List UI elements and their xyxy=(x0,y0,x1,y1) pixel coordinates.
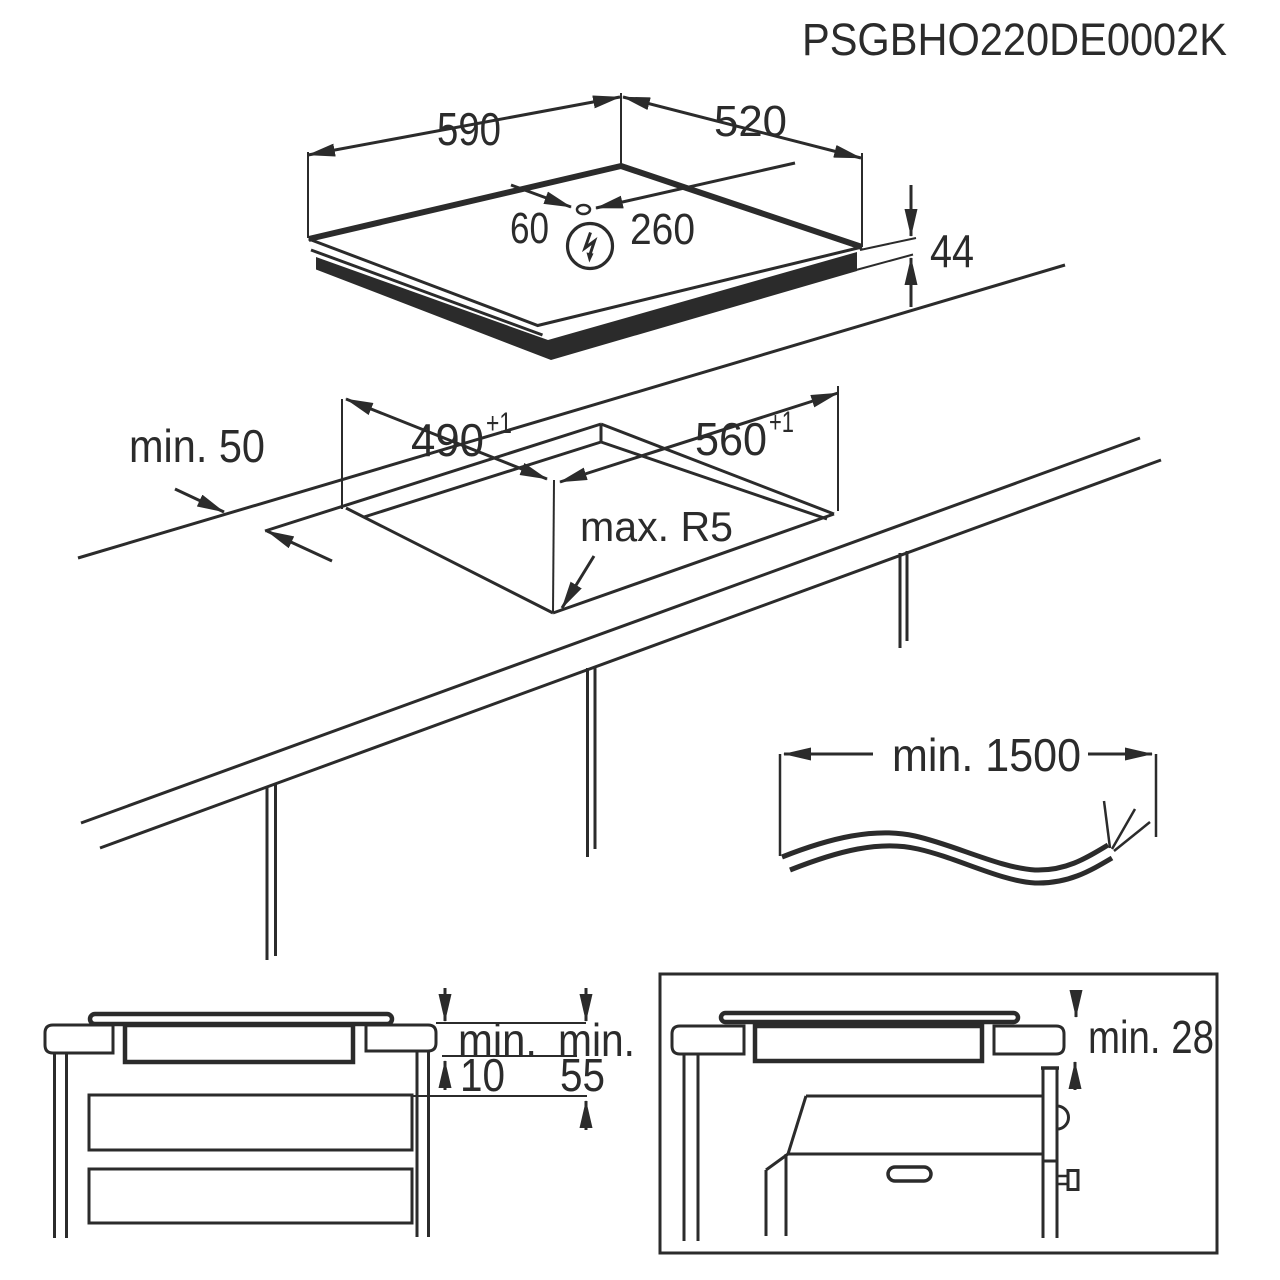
svg-text:min. 28: min. 28 xyxy=(1088,1011,1214,1063)
svg-text:55: 55 xyxy=(560,1049,605,1101)
svg-text:10: 10 xyxy=(460,1049,505,1101)
svg-text:min.: min. xyxy=(558,1014,635,1066)
svg-text:min. 50: min. 50 xyxy=(129,420,265,472)
svg-text:max. R5: max. R5 xyxy=(580,503,733,550)
svg-text:PSGBHO220DE0002K: PSGBHO220DE0002K xyxy=(802,14,1227,65)
svg-text:44: 44 xyxy=(930,225,974,277)
svg-text:min.: min. xyxy=(458,1014,537,1066)
svg-text:590: 590 xyxy=(437,103,501,155)
svg-text:60: 60 xyxy=(510,204,549,253)
svg-text:min. 1500: min. 1500 xyxy=(892,729,1081,781)
svg-text:+1: +1 xyxy=(486,407,512,440)
svg-text:520: 520 xyxy=(714,97,787,146)
svg-text:490: 490 xyxy=(411,414,484,466)
svg-text:+1: +1 xyxy=(769,406,794,439)
svg-text:560: 560 xyxy=(695,413,767,465)
svg-text:260: 260 xyxy=(630,205,695,254)
